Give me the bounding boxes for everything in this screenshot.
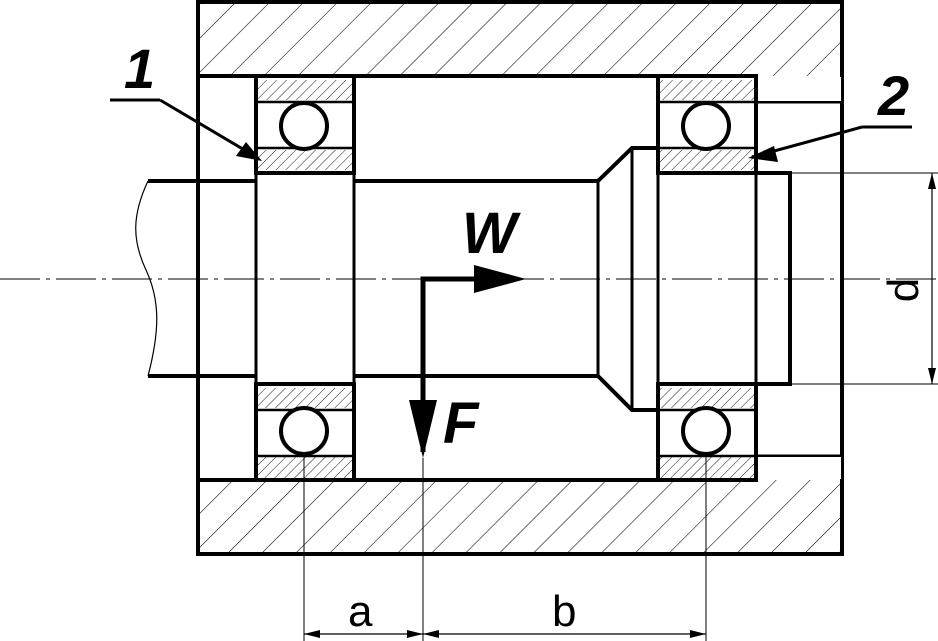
force-f-arrowhead bbox=[409, 400, 437, 458]
force-w-arrow bbox=[420, 276, 490, 452]
housing-outline bbox=[196, 0, 844, 556]
bearing-2 bbox=[656, 74, 758, 482]
force-w-arrowhead bbox=[474, 265, 526, 293]
ball-icon bbox=[279, 406, 329, 456]
dim-b-label: b bbox=[552, 587, 576, 636]
shaft-break-line bbox=[135, 180, 158, 377]
ball-icon bbox=[681, 101, 731, 151]
ball-icon bbox=[681, 406, 731, 456]
bearing-2-label: 2 bbox=[877, 64, 909, 127]
leader-lines bbox=[110, 98, 912, 162]
housing bbox=[196, 0, 844, 556]
dimension-lines bbox=[303, 172, 938, 641]
bearing-1 bbox=[254, 74, 356, 482]
dim-d-label: d bbox=[879, 278, 928, 302]
ball-icon bbox=[279, 101, 329, 151]
radial-force-label: F bbox=[443, 391, 480, 456]
bearing-1-label: 1 bbox=[124, 37, 155, 100]
force-arrows bbox=[409, 265, 526, 458]
housing-top-wall bbox=[198, 2, 842, 76]
axial-force-label: W bbox=[462, 201, 521, 266]
dim-a-label: a bbox=[348, 587, 373, 636]
housing-bottom-wall bbox=[198, 480, 842, 554]
